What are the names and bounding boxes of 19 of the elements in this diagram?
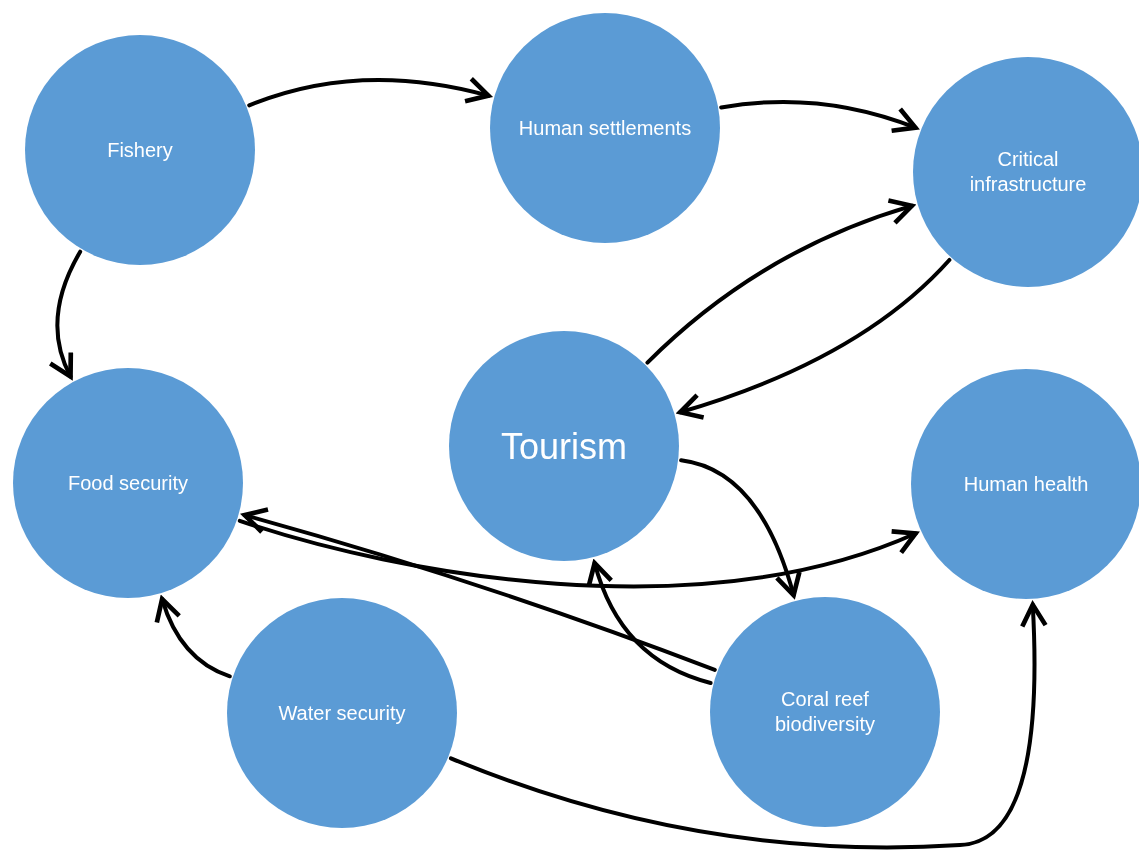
node-label: Food security (67, 470, 189, 496)
arrow (48, 249, 83, 379)
arrow (587, 560, 713, 685)
arrow (155, 596, 232, 679)
arrow (719, 99, 918, 134)
arrow (237, 518, 918, 589)
node-label: Coral reef biodiversity (773, 687, 876, 737)
arrow (242, 507, 717, 672)
arrow (679, 458, 802, 598)
arrow (448, 602, 1048, 850)
arrow (677, 258, 952, 420)
node-label: Human settlements (518, 115, 692, 141)
node-label: Fishery (107, 137, 173, 163)
arrow (645, 198, 915, 365)
arrow (247, 76, 491, 108)
node-label: Tourism (501, 424, 627, 469)
node-label: Human health (963, 471, 1089, 497)
node-label: Critical infrastructure (968, 147, 1088, 197)
node-label: Water security (278, 700, 406, 726)
